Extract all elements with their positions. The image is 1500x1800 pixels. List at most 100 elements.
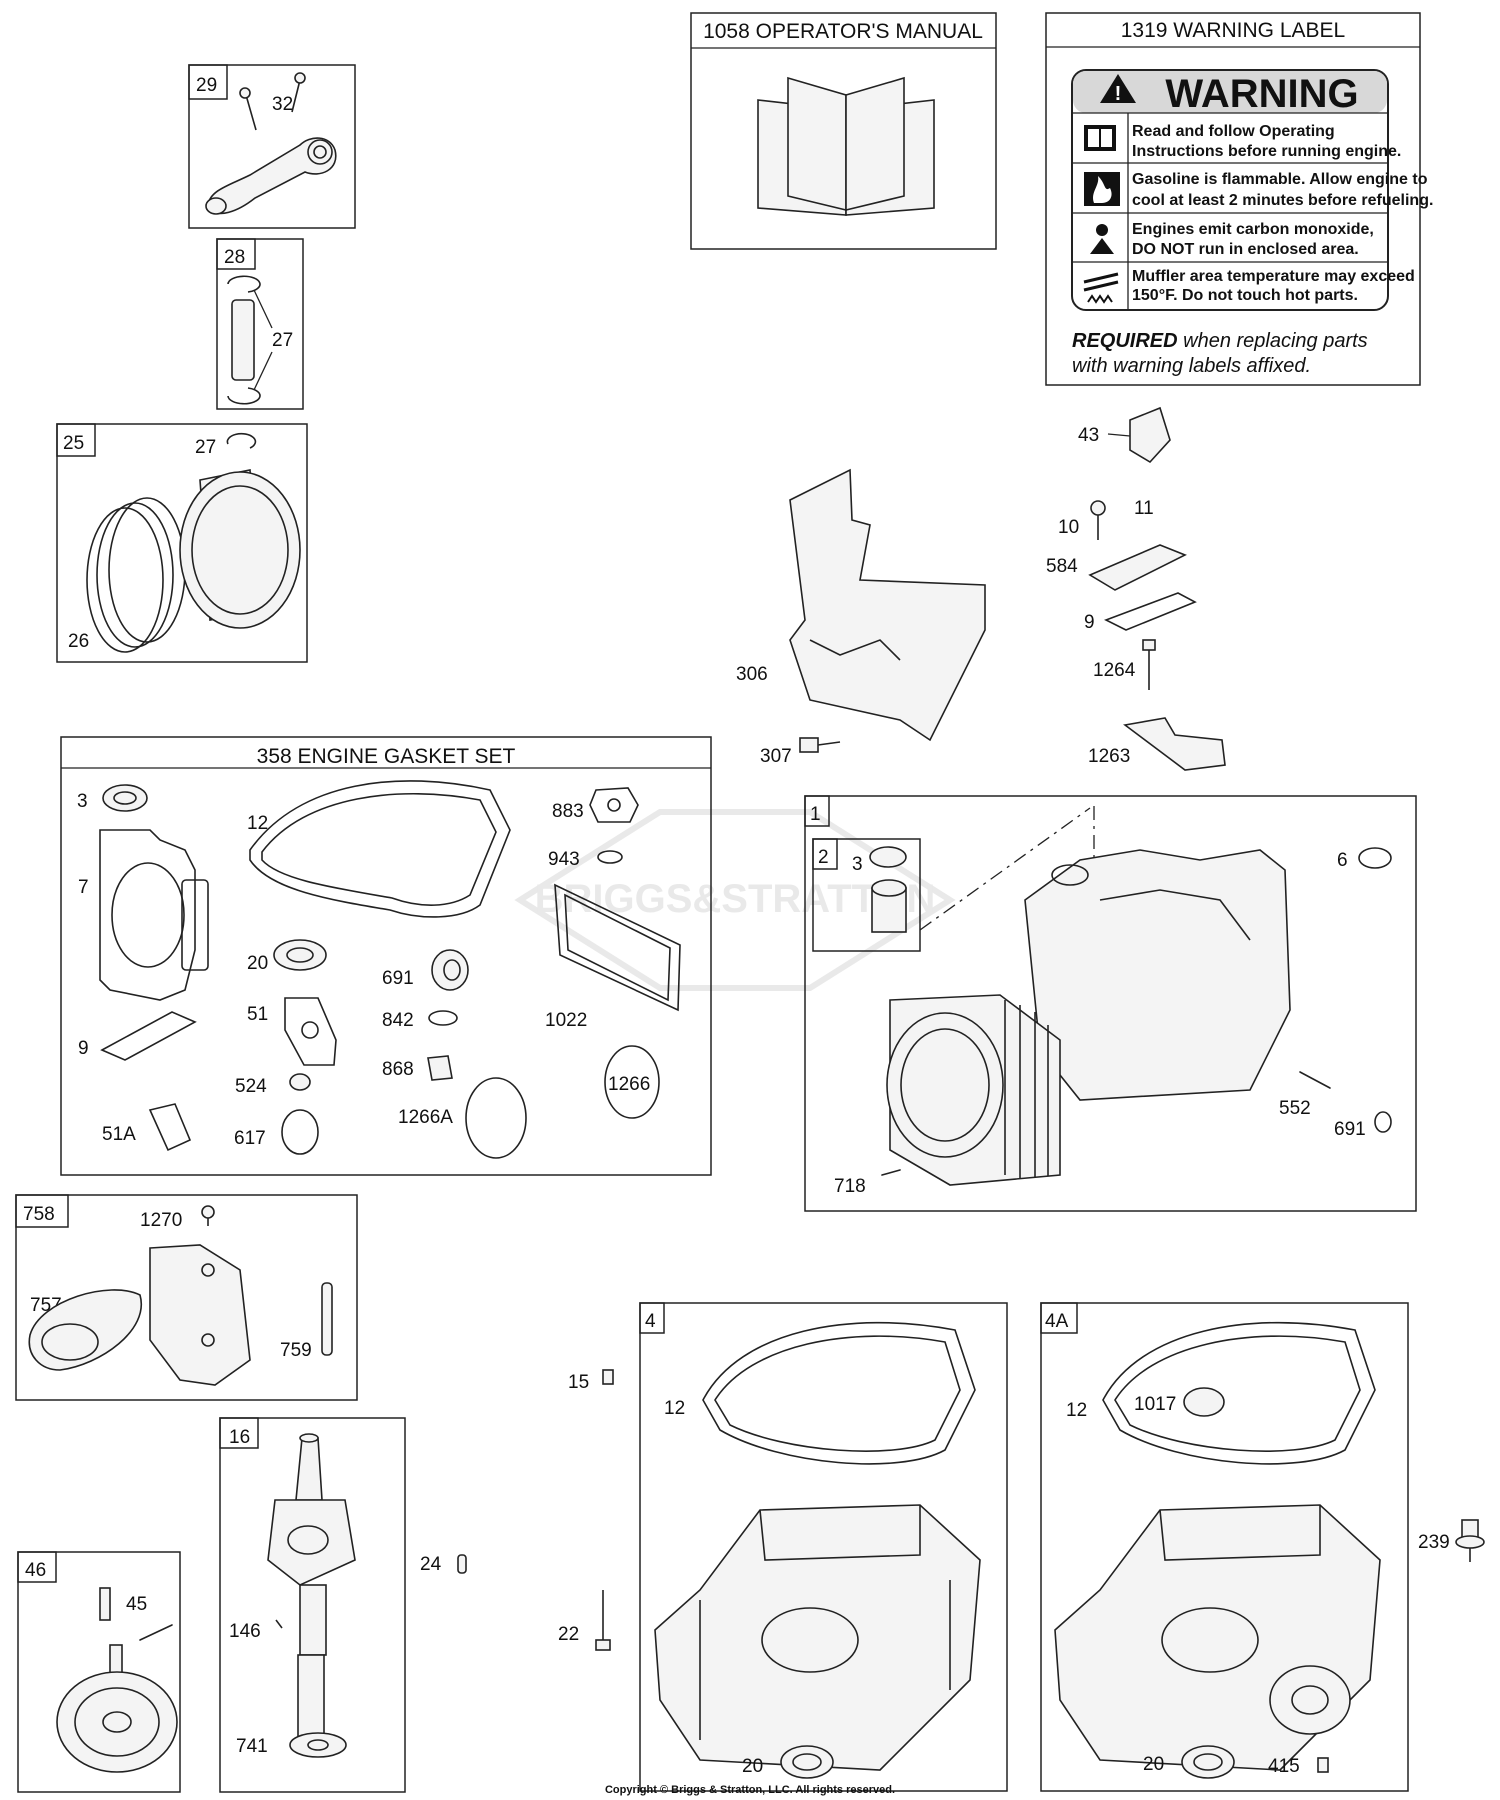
callout-20-sump-4A: 20 xyxy=(1143,1754,1164,1775)
head-gasket-7-icon xyxy=(99,829,196,1001)
governor-bracket-icon xyxy=(1129,406,1171,464)
copyright-notice: Copyright © Briggs & Stratton, LLC. All … xyxy=(605,1784,895,1796)
screw-10-icon xyxy=(1090,500,1106,540)
frame-29 xyxy=(188,64,356,229)
warning-box-title: 1319 WARNING LABEL xyxy=(1121,19,1345,42)
switch-239-icon xyxy=(1455,1519,1485,1562)
bolt-1264-icon xyxy=(1142,639,1156,690)
air-guide-icon xyxy=(789,468,986,742)
gasket-set-title: 358 ENGINE GASKET SET xyxy=(257,745,516,768)
callout-1022: 1022 xyxy=(545,1010,587,1031)
frame-358 xyxy=(60,736,712,1176)
sump-housing-icon xyxy=(654,1504,981,1771)
plug-524-icon xyxy=(289,1073,311,1091)
warning-decal xyxy=(1071,69,1389,311)
tag-2 xyxy=(812,838,838,870)
callout-16: 16 xyxy=(229,1427,250,1448)
screw-307-icon xyxy=(799,737,841,753)
callout-27-piston: 27 xyxy=(195,437,216,458)
tag-29 xyxy=(188,64,228,100)
tag-4 xyxy=(639,1302,665,1334)
callout-239: 239 xyxy=(1418,1532,1450,1553)
callout-2: 2 xyxy=(818,847,829,868)
callout-12-sump-4A: 12 xyxy=(1066,1400,1087,1421)
callout-552: 552 xyxy=(1279,1098,1311,1119)
required-bold: REQUIRED xyxy=(1072,330,1178,352)
tag-1 xyxy=(804,795,830,827)
callout-4A: 4A xyxy=(1045,1311,1069,1332)
callout-868: 868 xyxy=(382,1059,414,1080)
callout-1: 1 xyxy=(810,804,821,825)
retaining-ring-icon xyxy=(226,432,257,449)
callout-11: 11 xyxy=(1134,498,1154,519)
fumes-person-icon xyxy=(1084,220,1120,256)
sump-gasket-12-icon xyxy=(249,780,511,918)
gasket-51A-icon xyxy=(148,1103,192,1152)
frame-1319 xyxy=(1045,12,1421,386)
callout-9-gasket: 9 xyxy=(78,1038,89,1059)
callout-1266: 1266 xyxy=(608,1074,650,1095)
frame-4A xyxy=(1040,1302,1409,1792)
warning-line-2: Instructions before running engine. xyxy=(1132,143,1401,160)
screw-15-icon xyxy=(602,1369,614,1385)
frame-25 xyxy=(56,423,308,663)
warning-line-7: Muffler area temperature may exceed xyxy=(1132,268,1415,285)
tag-28 xyxy=(216,238,256,270)
callout-415: 415 xyxy=(1268,1756,1300,1777)
flame-icon xyxy=(1084,172,1120,206)
callout-27-pin: 27 xyxy=(272,330,293,351)
bushing-icon xyxy=(871,879,907,933)
callout-1266A: 1266A xyxy=(398,1107,453,1128)
svg-text:!: ! xyxy=(1115,83,1122,105)
callout-20-seal: 20 xyxy=(247,953,268,974)
callout-1270: 1270 xyxy=(140,1210,182,1231)
tag-4A xyxy=(1040,1302,1078,1334)
frame-46 xyxy=(17,1551,181,1793)
pin-45-icon xyxy=(139,1624,173,1641)
connecting-rod-icon xyxy=(205,137,337,215)
callout-6: 6 xyxy=(1337,850,1348,871)
callout-146: 146 xyxy=(229,1621,261,1642)
group-46-governor-gear: 46 45 xyxy=(17,1551,181,1793)
required-note-line2: with warning labels affixed. xyxy=(1072,355,1311,377)
callout-759: 759 xyxy=(280,1340,312,1361)
callout-32: 32 xyxy=(272,94,293,115)
callout-758: 758 xyxy=(23,1204,55,1225)
group-4-sump: 4 12 20 xyxy=(639,1302,1008,1792)
seal-691-icon xyxy=(1374,1111,1392,1133)
cylinder-block-icon xyxy=(886,849,1291,1186)
group-306-air-guide: 306 307 xyxy=(736,468,986,767)
piston-pin-icon xyxy=(227,275,261,405)
callout-1017: 1017 xyxy=(1134,1394,1176,1415)
manual-box-title: 1058 OPERATOR'S MANUAL xyxy=(703,20,983,43)
callout-9-breather: 9 xyxy=(1084,612,1095,633)
callout-24: 24 xyxy=(420,1554,442,1575)
callout-306: 306 xyxy=(736,664,768,685)
frame-1058 xyxy=(690,12,997,250)
washer-6-icon xyxy=(1358,847,1392,869)
cam-housing-icon xyxy=(149,1244,251,1386)
oil-seal-3-icon xyxy=(102,784,148,812)
group-4A-sump: 4A 12 1017 20 415 xyxy=(1040,1302,1409,1792)
callout-691-cyl: 691 xyxy=(1334,1119,1366,1140)
callout-4: 4 xyxy=(645,1311,656,1332)
frame-758 xyxy=(15,1194,358,1401)
callout-741: 741 xyxy=(236,1736,268,1757)
warning-line-1: Read and follow Operating xyxy=(1132,123,1335,140)
callout-307: 307 xyxy=(760,746,792,767)
callout-20-sump: 20 xyxy=(742,1756,763,1777)
group-1-cylinder: 1 2 3 6 552 691 718 xyxy=(804,795,1417,1212)
callout-28: 28 xyxy=(224,247,245,268)
frame-1 xyxy=(804,795,1417,1212)
callout-45: 45 xyxy=(126,1594,147,1615)
rod-bolt-icon xyxy=(239,72,306,131)
frame-4 xyxy=(639,1302,1008,1792)
callout-883: 883 xyxy=(552,801,584,822)
group-16-crankshaft: 16 146 741 24 xyxy=(219,1417,467,1793)
callout-29: 29 xyxy=(196,75,217,96)
rocker-gasket-icon xyxy=(181,879,209,971)
spool-45-icon xyxy=(99,1587,111,1621)
breather-gasket-icon xyxy=(1104,592,1197,631)
warning-line-4: cool at least 2 minutes before refueling… xyxy=(1132,192,1433,209)
book-icon xyxy=(1084,125,1116,151)
